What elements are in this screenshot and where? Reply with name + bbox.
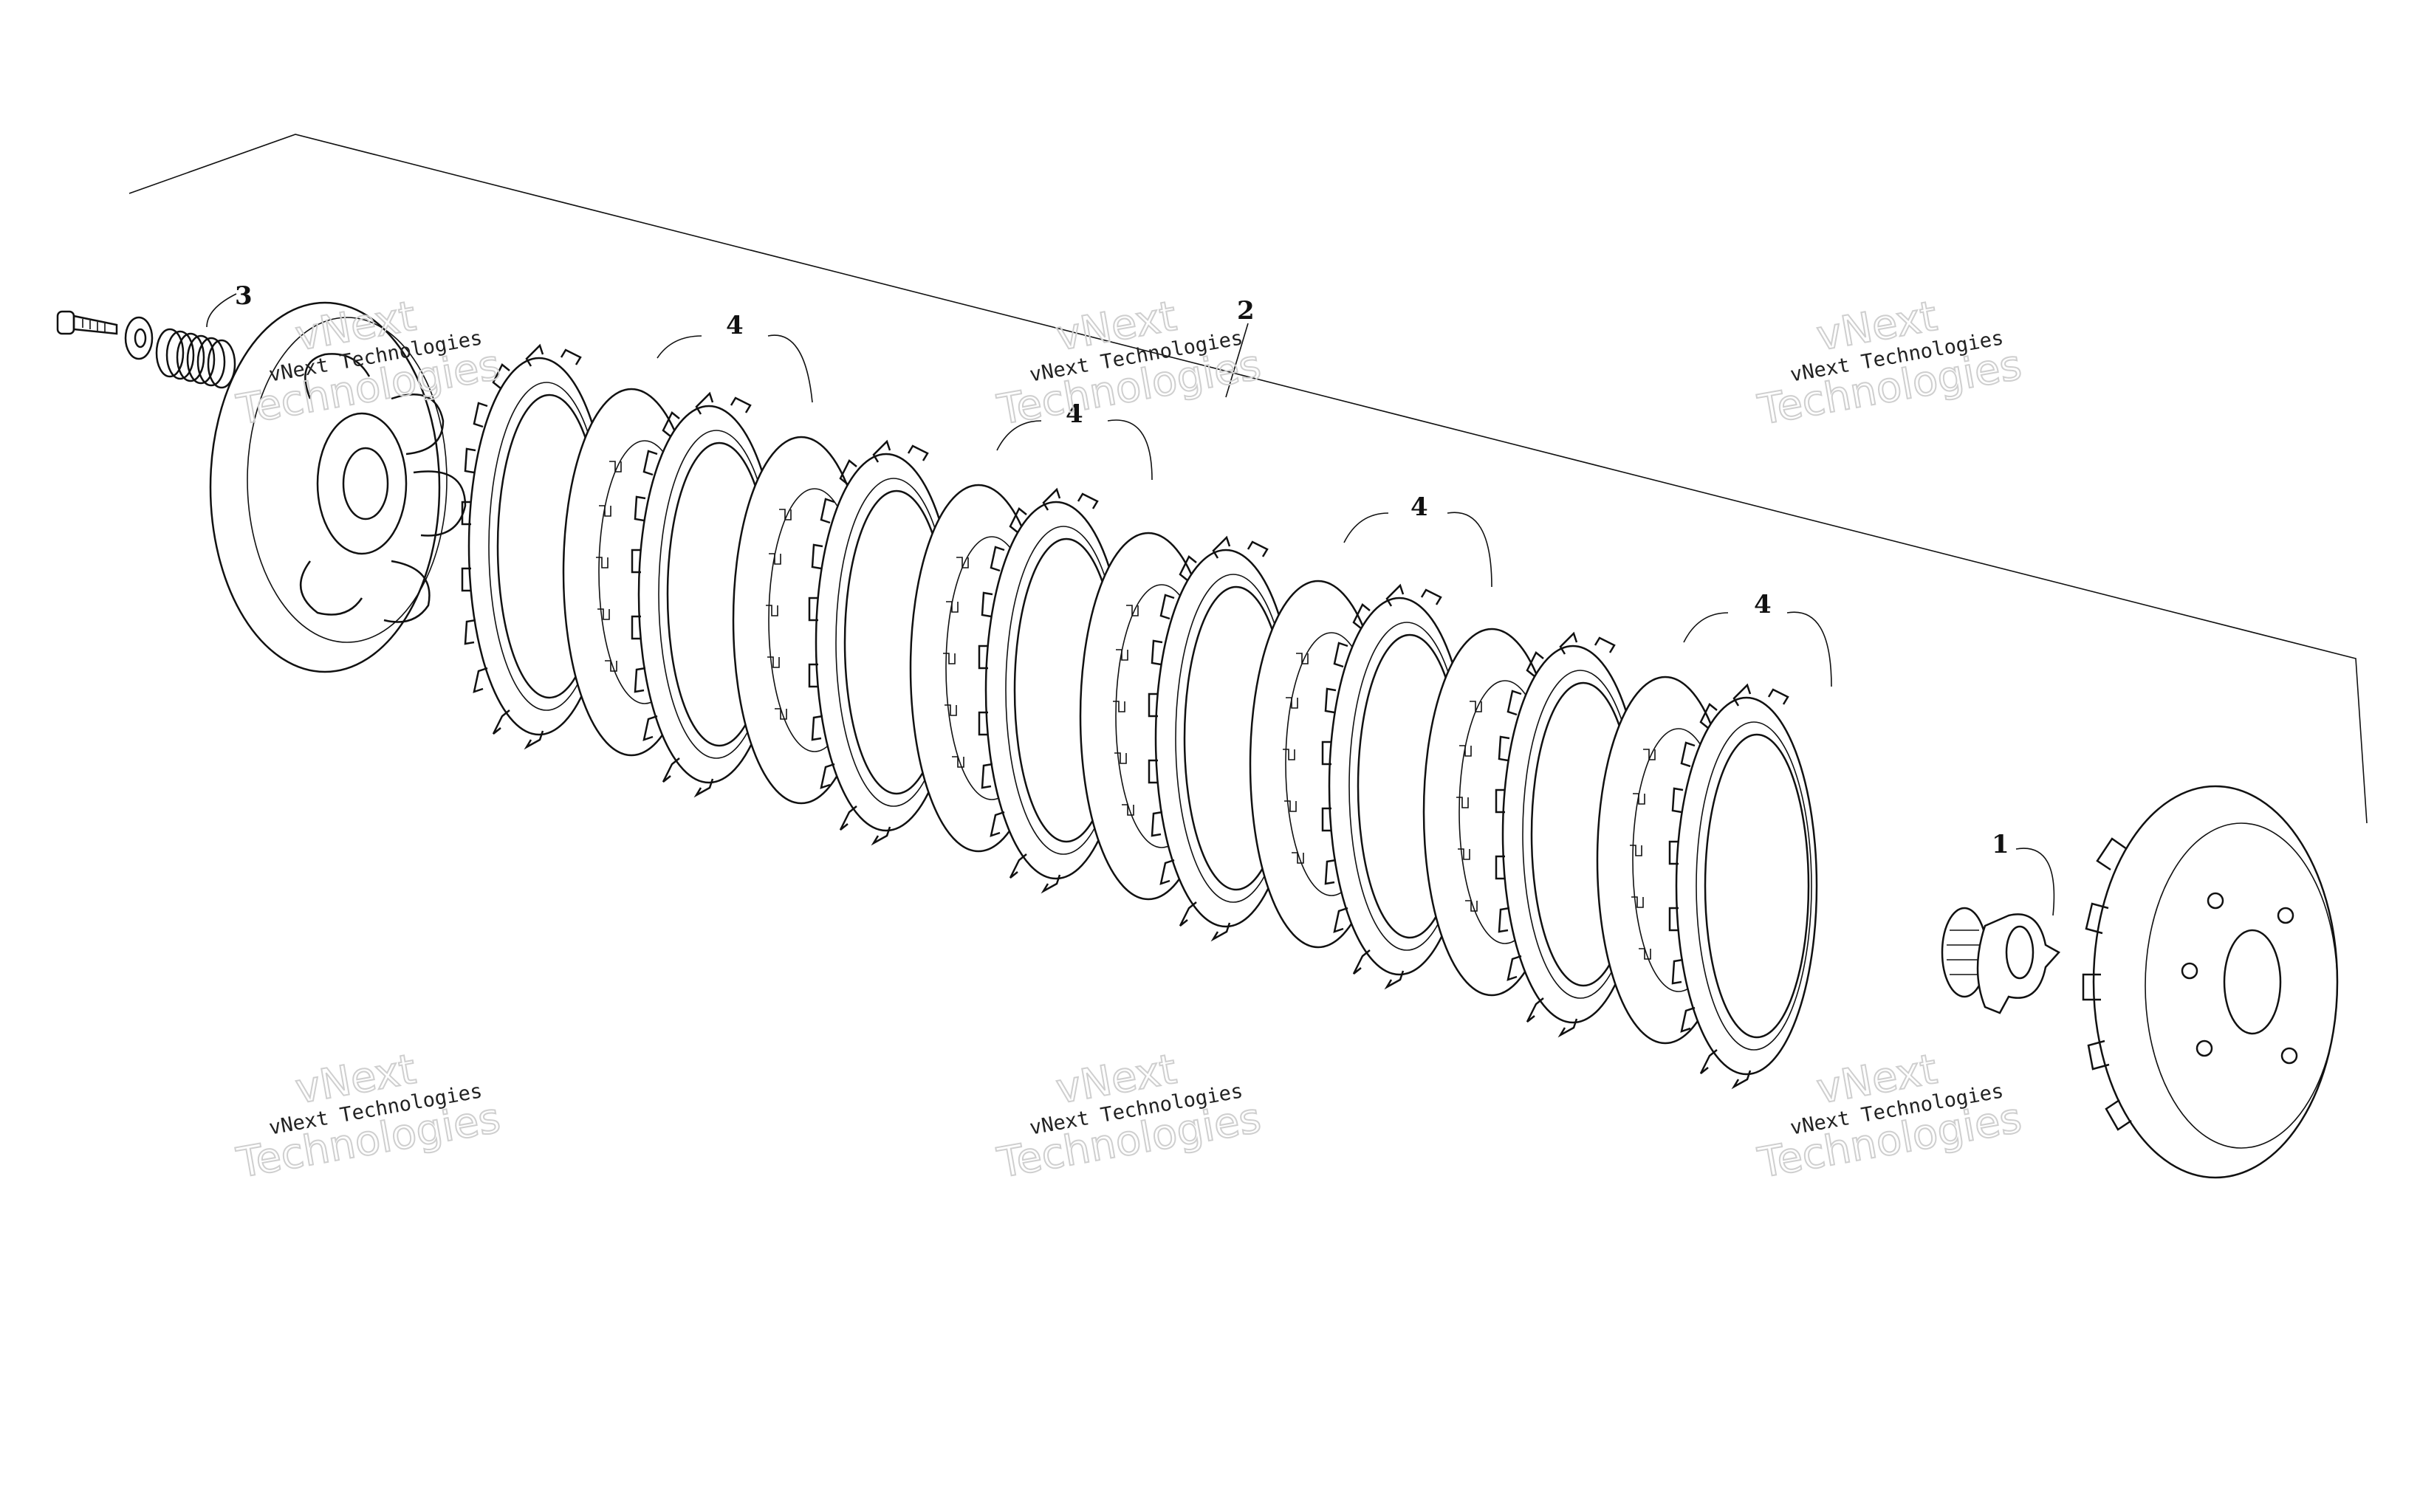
callout-1: 1 [1992,830,2009,859]
callout-4-a: 4 [726,311,744,340]
watermark-3: vNext Technologies vNext Technologies [1754,292,2026,436]
lock-washer [1976,913,2060,1014]
bolt [56,310,118,335]
group-outline [128,134,2368,824]
clutch-hub [2082,785,2339,1179]
callout-4-b: 4 [1066,399,1083,429]
callout-4-c: 4 [1410,492,1428,522]
watermark-4: vNext Technologies vNext Technologies [233,1045,505,1189]
pressure-plate [209,301,467,673]
watermark-2: vNext Technologies vNext Technologies [993,292,1266,436]
callout-2: 2 [1237,296,1255,326]
watermark-6: vNext Technologies vNext Technologies [1754,1045,2026,1189]
callout-3: 3 [235,281,253,311]
spring [155,328,236,389]
leader-lines [206,293,2055,916]
watermark-5: vNext Technologies vNext Technologies [993,1045,1266,1189]
washer [124,316,154,360]
callout-4-d: 4 [1754,590,1772,619]
plate-stack [461,344,1818,1088]
